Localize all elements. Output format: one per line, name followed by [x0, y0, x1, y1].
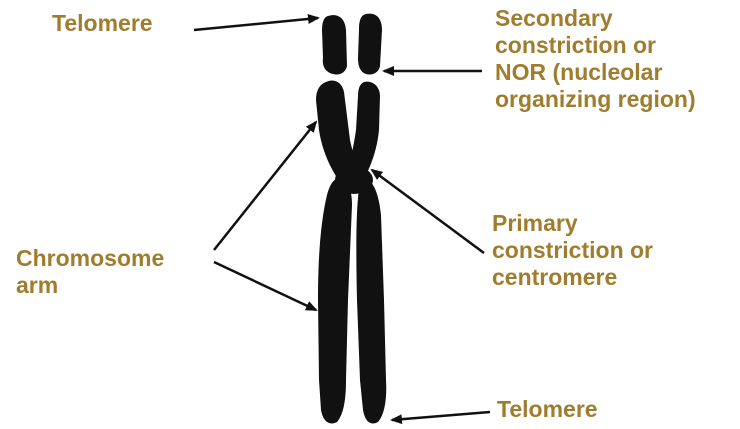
- label-line: Telomere: [52, 10, 153, 37]
- label-line: Secondary: [495, 5, 696, 32]
- right-chromatid-upper-arm: [348, 82, 380, 179]
- right-chromatid-lower-arm: [356, 178, 386, 424]
- label-line: Telomere: [497, 396, 598, 423]
- arrow-chromosome-arm-upper: [214, 122, 316, 250]
- label-line: organizing region): [495, 86, 696, 113]
- label-line: Primary: [492, 210, 653, 237]
- arrow-telomere-bottom: [392, 412, 490, 420]
- left-chromatid-lower-arm: [318, 178, 352, 424]
- label-line: NOR (nucleolar: [495, 59, 696, 86]
- chromosome: [316, 14, 386, 424]
- label-telomere-top: Telomere: [52, 10, 153, 37]
- right-chromatid-top-segment: [358, 14, 382, 75]
- arrow-primary-constriction: [372, 170, 484, 253]
- left-chromatid-top-segment: [322, 15, 347, 74]
- arrow-telomere-top: [194, 18, 318, 30]
- arrow-chromosome-arm-lower: [214, 262, 316, 310]
- label-primary-constriction: Primary constriction or centromere: [492, 210, 653, 291]
- label-line: constriction or: [495, 32, 696, 59]
- label-line: centromere: [492, 264, 653, 291]
- label-chromosome-arm: Chromosome arm: [16, 245, 164, 299]
- label-secondary-constriction: Secondary constriction or NOR (nucleolar…: [495, 5, 696, 113]
- label-telomere-bottom: Telomere: [497, 396, 598, 423]
- label-line: arm: [16, 272, 164, 299]
- label-line: constriction or: [492, 237, 653, 264]
- label-line: Chromosome: [16, 245, 164, 272]
